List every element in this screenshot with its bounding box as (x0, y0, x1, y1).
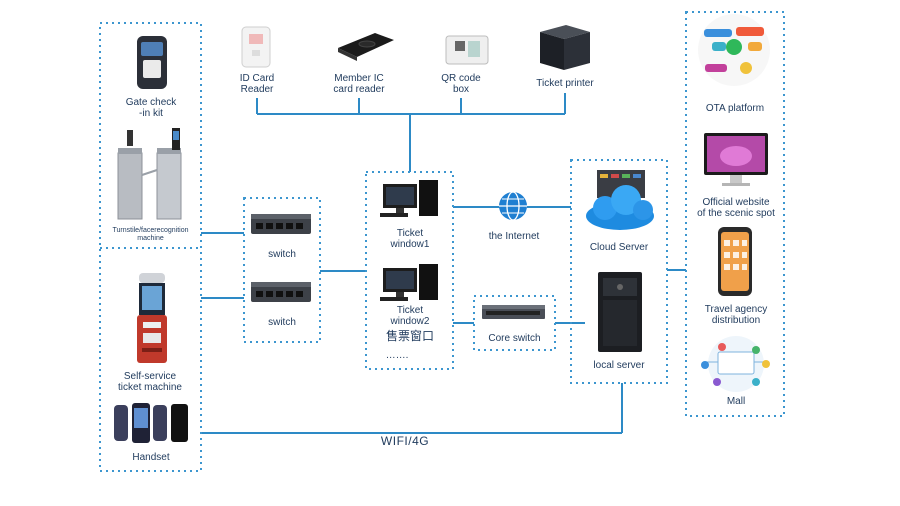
ticket-window-box (365, 171, 454, 370)
official-website-label: Official website of the scenic spot (697, 197, 775, 219)
globe-icon (499, 191, 527, 221)
mall-label: Mall (726, 396, 746, 407)
gate-kit-icon (137, 36, 167, 89)
ticket-printer-icon (540, 25, 590, 70)
cloud-server-label: Cloud Server (589, 242, 649, 253)
handset-icon (114, 403, 188, 443)
ota-platform-label: OTA platform (705, 103, 765, 114)
group-boxes (99, 11, 785, 472)
gate-kit-label: Gate check -in kit (125, 97, 177, 119)
internet-label: the Internet (488, 231, 540, 242)
monitor-icon (704, 133, 768, 186)
ticket-window-cn-label: 售票窗口 (385, 329, 434, 343)
desktop-pc-icon-2 (380, 264, 438, 301)
tower-server-icon (598, 272, 642, 352)
switch-group-box (243, 197, 321, 343)
ticket-window2-label: Ticket window2 (390, 305, 430, 327)
qr-code-box-icon (445, 35, 489, 65)
mall-network-icon (701, 336, 770, 392)
ota-logos-icon (698, 14, 770, 86)
core-switch-label: Core switch (488, 333, 541, 344)
local-server-label: local server (593, 360, 645, 371)
switch-bottom-label: switch (268, 317, 296, 328)
cloud-server-icon (586, 170, 654, 230)
member-ic-reader-label: Member IC card reader (333, 73, 385, 95)
ticket-window-ellipsis: ……. (385, 350, 409, 361)
kiosk-icon (137, 273, 167, 363)
server-group-box (570, 159, 668, 384)
turnstile-icon (117, 128, 182, 220)
handset-label: Handset (132, 452, 170, 463)
switch-top-label: switch (268, 249, 296, 260)
wifi-4g-label: WIFI/4G (380, 434, 430, 448)
id-card-reader-label: ID Card Reader (239, 73, 275, 95)
member-ic-reader-icon (338, 33, 394, 61)
core-switch-icon (482, 305, 545, 319)
turnstile-label: Turnstile/facerecognition machine (112, 227, 189, 242)
right-group-box (685, 11, 785, 417)
ticket-printer-label: Ticket printer (536, 78, 594, 89)
network-switch-icon-top (251, 214, 311, 234)
travel-agency-label: Travel agency distribution (704, 304, 768, 326)
core-switch-box (473, 295, 556, 351)
smartphone-icon (718, 227, 752, 296)
network-switch-icon-bottom (251, 282, 311, 302)
id-card-reader-icon (241, 26, 271, 68)
self-service-label: Self-service ticket machine (118, 371, 182, 393)
left-group-box (99, 22, 202, 472)
desktop-pc-icon-1 (380, 180, 438, 217)
ticket-window1-label: Ticket window1 (390, 228, 430, 250)
qr-code-box-label: QR code box (441, 73, 481, 95)
